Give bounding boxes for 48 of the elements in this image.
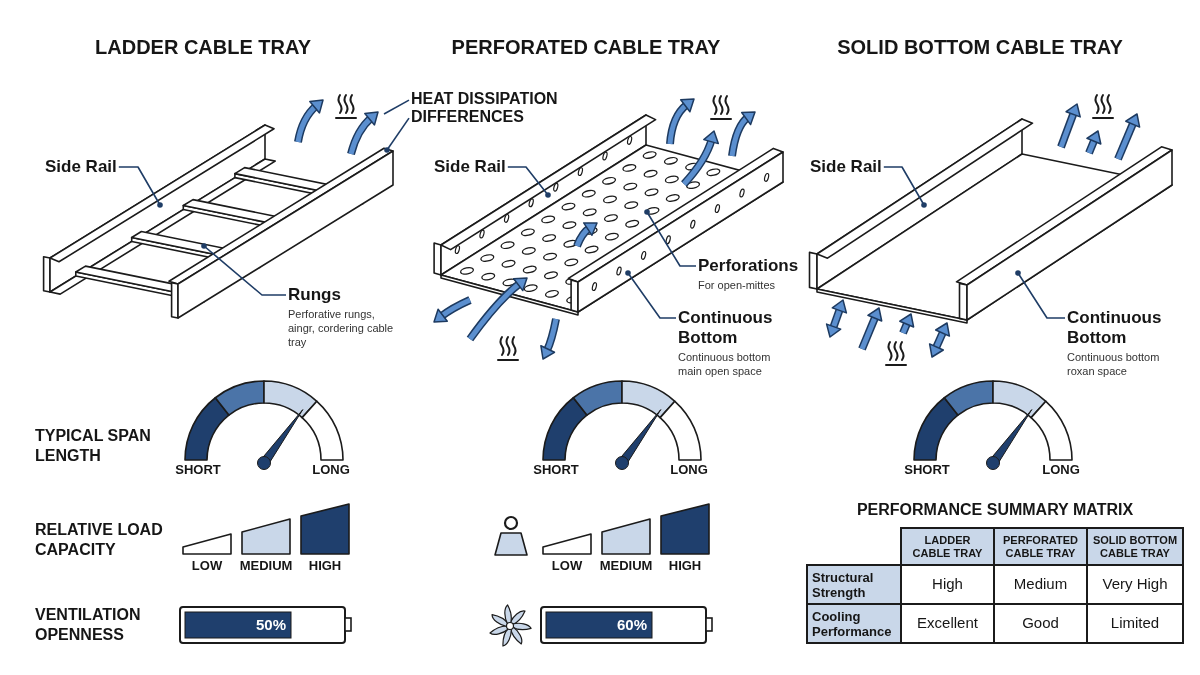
leader-line	[383, 99, 410, 115]
leader-line	[625, 270, 677, 319]
leader-line	[507, 166, 551, 198]
part-description: Continuous bottom main open space	[678, 350, 772, 378]
percent-label: 60%	[616, 616, 647, 634]
table-title: PERFORMANCE SUMMARY MATRIX	[856, 500, 1134, 520]
part-label: Rungs	[288, 285, 341, 305]
column-header: SOLID BOTTOM CABLE TRAY	[1086, 527, 1184, 566]
gauge-scale-label: SHORT	[175, 462, 221, 478]
gauge-scale-label: SHORT	[904, 462, 950, 478]
gauge-scale-label: LONG	[670, 462, 708, 478]
column-title: LADDER CABLE TRAY	[95, 35, 311, 60]
part-description: Continuous bottom roxan space	[1067, 350, 1161, 378]
leader-line	[201, 243, 287, 296]
leader-line	[644, 209, 697, 267]
part-label: Side Rail	[434, 157, 506, 177]
gauge-scale-label: LONG	[1042, 462, 1080, 478]
part-description: For open-mittes	[698, 278, 776, 292]
percent-label: 50%	[255, 616, 286, 634]
load-level-label: LOW	[551, 558, 583, 574]
row-label: TYPICAL SPAN LENGTH	[35, 426, 152, 466]
callout-label: HEAT DISSIPATION DIFFERENCES	[411, 90, 569, 126]
leader-line	[118, 166, 163, 208]
load-level-label: MEDIUM	[599, 558, 653, 574]
part-label: Side Rail	[810, 157, 882, 177]
part-label: Continuous Bottom	[1067, 308, 1163, 348]
row-header: Structural Strength	[806, 564, 902, 605]
part-label: Continuous Bottom	[678, 308, 774, 348]
leader-line	[384, 117, 410, 153]
part-description: Perforative rungs, aingr, cordering cable tray	[288, 307, 395, 349]
gauge-scale-label: LONG	[312, 462, 350, 478]
load-level-label: HIGH	[668, 558, 702, 574]
gauge-scale-label: SHORT	[533, 462, 579, 478]
column-title: SOLID BOTTOM CABLE TRAY	[837, 35, 1123, 60]
leader-line	[883, 166, 927, 208]
row-label: VENTILATION OPENNESS	[35, 605, 142, 645]
load-level-label: LOW	[191, 558, 223, 574]
row-header: Cooling Performance	[806, 603, 902, 644]
part-label: Side Rail	[45, 157, 117, 177]
column-title: PERFORATED CABLE TRAY	[451, 35, 721, 60]
table-cell: Limited	[1086, 603, 1184, 644]
part-label: Perforations	[698, 256, 799, 276]
column-header: PERFORATED CABLE TRAY	[993, 527, 1088, 566]
row-label: RELATIVE LOAD CAPACITY	[35, 520, 164, 560]
column-header: LADDER CABLE TRAY	[900, 527, 995, 566]
load-level-label: MEDIUM	[239, 558, 293, 574]
leader-line	[1015, 270, 1066, 319]
load-level-label: HIGH	[308, 558, 342, 574]
